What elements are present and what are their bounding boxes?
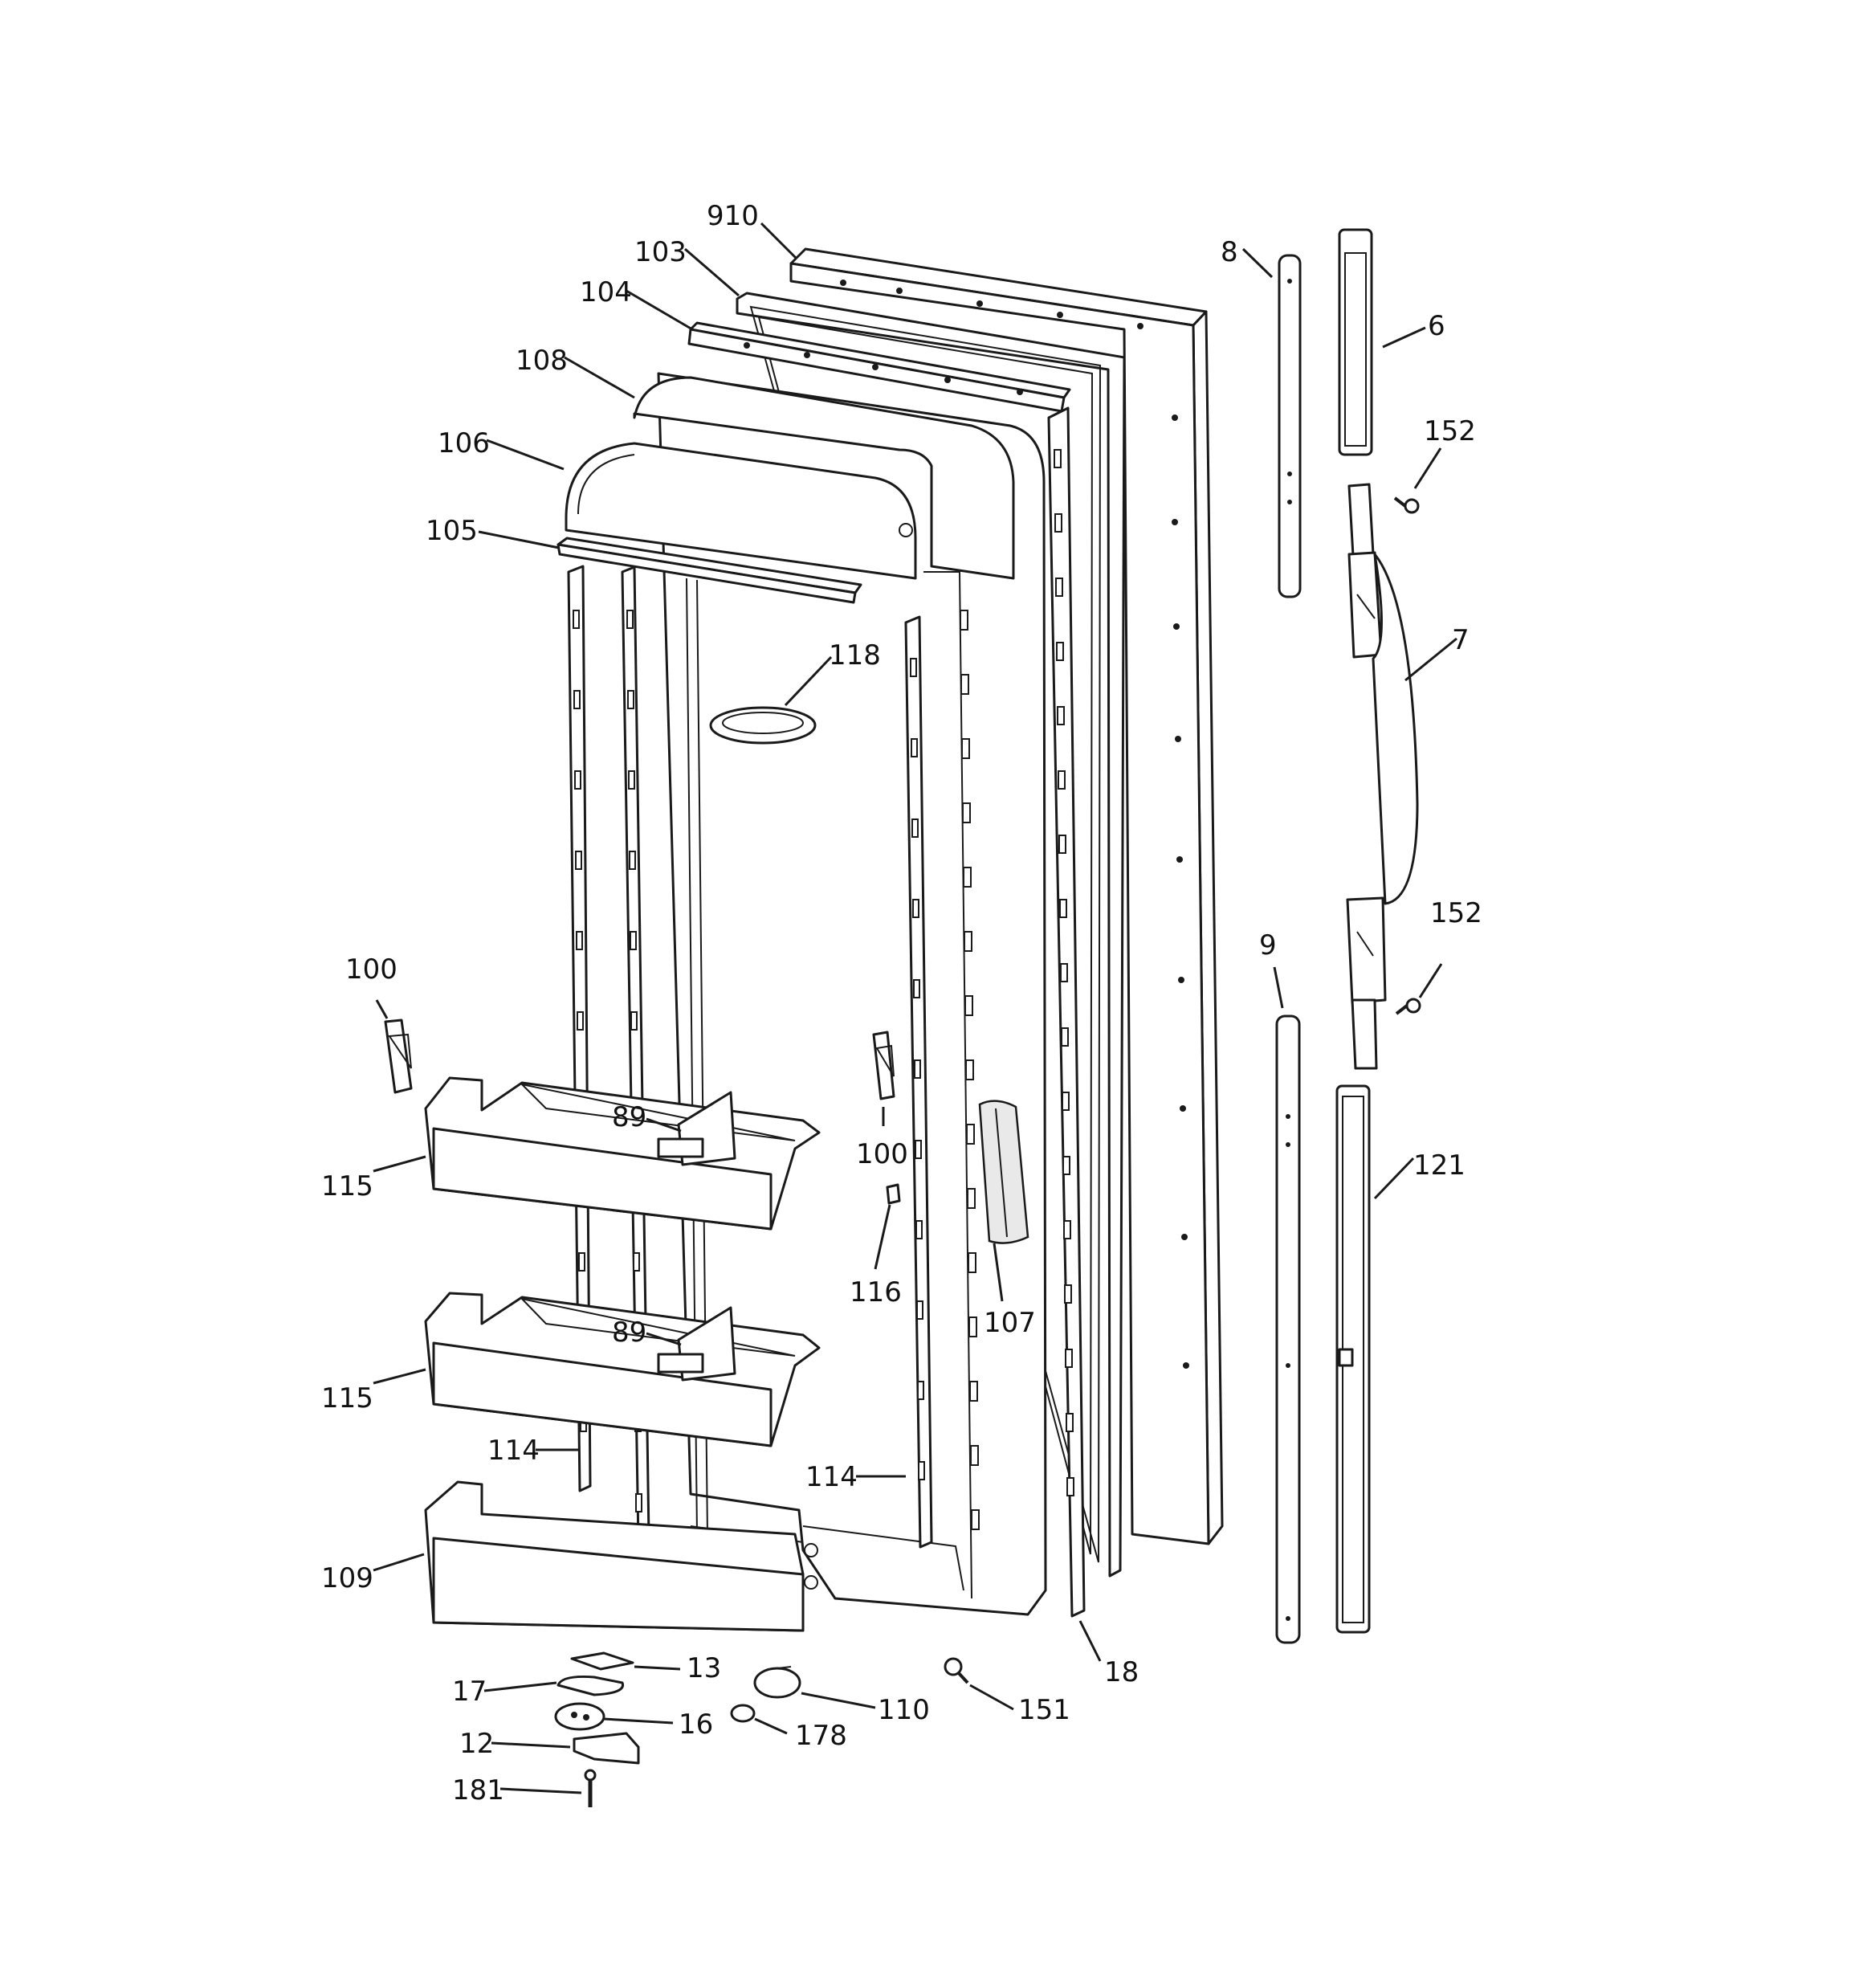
door-handle <box>1346 483 1419 1070</box>
callout-181: 181 <box>452 1774 504 1806</box>
callout-105: 105 <box>426 515 478 547</box>
callout-178: 178 <box>795 1720 847 1752</box>
callout-8: 8 <box>1221 236 1238 268</box>
shelf-support-right <box>872 1031 895 1100</box>
door-outer-panel <box>789 247 1224 1545</box>
shelf-rail-left-inner <box>621 565 650 1545</box>
callout-labels: 910 103 104 108 106 105 118 8 6 152 7 15… <box>321 200 1482 1806</box>
door-bin-upper <box>424 1076 821 1231</box>
top-trim-strip <box>687 321 1071 413</box>
door-stop-cam <box>753 1666 801 1699</box>
handle-cap-top <box>1338 228 1373 456</box>
bottom-hinge <box>573 1732 640 1765</box>
dairy-door-hinge <box>556 537 862 604</box>
callout-108: 108 <box>516 345 568 377</box>
door-bin-bottom <box>424 1480 818 1632</box>
callout-18: 18 <box>1104 1656 1139 1688</box>
callout-910: 910 <box>707 200 759 232</box>
breaker-strip-section <box>978 1100 1029 1244</box>
handle-cap-bottom <box>1335 1084 1371 1634</box>
callout-109: 109 <box>321 1562 373 1594</box>
callout-114-left: 114 <box>487 1435 540 1467</box>
callout-7: 7 <box>1452 624 1470 656</box>
callout-103: 103 <box>634 236 687 268</box>
callout-115-upper: 115 <box>321 1170 373 1202</box>
callout-151: 151 <box>1018 1694 1070 1726</box>
shelf-clip <box>886 1183 901 1205</box>
hinge-bushing <box>554 1702 605 1731</box>
callout-89-upper: 89 <box>612 1101 646 1133</box>
callout-152-bottom: 152 <box>1430 897 1482 929</box>
liner-screw <box>944 1657 969 1684</box>
callout-121: 121 <box>1413 1149 1466 1182</box>
callout-104: 104 <box>580 276 632 308</box>
hinge-shim <box>570 1651 634 1671</box>
handle-trim-bottom <box>1275 1014 1301 1644</box>
hinge-screw <box>584 1769 597 1807</box>
door-liner <box>657 372 1047 1616</box>
callout-9: 9 <box>1259 929 1277 961</box>
callout-16: 16 <box>679 1708 713 1741</box>
callout-118: 118 <box>829 639 881 672</box>
callout-107: 107 <box>984 1307 1036 1339</box>
callout-116: 116 <box>850 1276 902 1308</box>
light-lens <box>709 706 817 745</box>
callout-100-right: 100 <box>856 1138 908 1170</box>
callout-106: 106 <box>438 427 490 459</box>
callout-152-top: 152 <box>1424 415 1476 447</box>
handle-screw-top <box>1393 496 1420 514</box>
callout-115-lower: 115 <box>321 1382 373 1414</box>
hinge-spacer <box>556 1676 625 1696</box>
callout-12: 12 <box>459 1728 494 1760</box>
callout-17: 17 <box>452 1676 487 1708</box>
callout-100-left: 100 <box>345 953 397 986</box>
shelf-support-left <box>384 1018 413 1094</box>
handle-trim-top <box>1278 254 1302 598</box>
handle-screw-bottom <box>1395 998 1421 1015</box>
shelf-rail-right <box>904 615 933 1549</box>
callout-13: 13 <box>687 1652 721 1684</box>
door-bumper <box>730 1704 756 1723</box>
callout-89-lower: 89 <box>612 1316 646 1349</box>
door-bin-lower <box>424 1292 821 1447</box>
side-trim-strip <box>1047 406 1086 1618</box>
leader-lines <box>373 222 1457 1794</box>
dairy-compartment <box>565 376 1015 580</box>
callout-6: 6 <box>1428 310 1445 342</box>
callout-110: 110 <box>878 1694 930 1726</box>
callout-114-right: 114 <box>805 1461 858 1493</box>
